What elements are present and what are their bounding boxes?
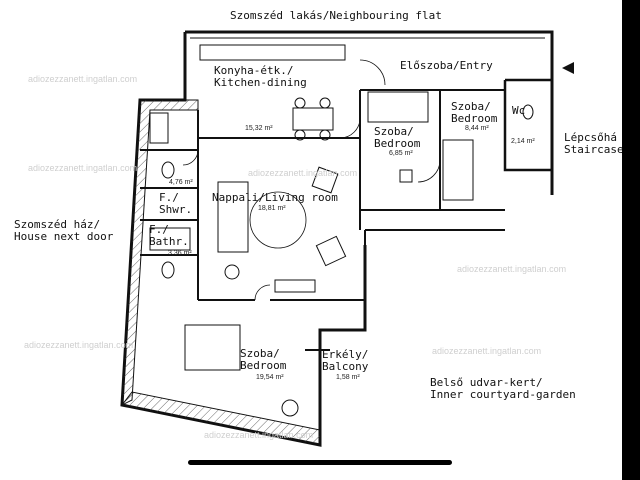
balcony-divider [305,330,330,415]
area-balcony: 1,58 m² [336,374,360,381]
label-house-next-door: Szomszéd ház/House next door [14,218,114,243]
area-shower: 4,76 m² [169,179,193,186]
label-kitchen: Konyha-étk./Kitchen-dining [214,64,307,89]
label-bedroom-c: Szoba/Bedroom [240,347,287,372]
bed-single [367,91,429,123]
area-bedroom-b: 8,44 m² [465,125,489,132]
watermark: adiozezzanett.ingatlan.com [248,168,358,178]
door-arc [182,59,441,301]
area-bedroom-a: 6,85 m² [389,150,413,157]
dining-table [292,107,334,131]
label-wc: Wc [512,104,526,117]
bed-single [442,139,474,201]
watermark: adiozezzanett.ingatlan.com [28,163,138,173]
hatched-wall-bottom [121,391,321,446]
label-bathroom: F./Bathr. [149,223,189,248]
staircase-wall [503,78,552,172]
bathtub [149,227,191,251]
label-entry: Előszoba/Entry [400,59,493,72]
image-edge-band [622,0,640,480]
label-courtyard: Belső udvar-kert/Inner courtyard-garden [430,376,576,401]
area-living-room: 18,81 m² [258,205,286,212]
area-bathroom: 3,36 m² [168,250,192,257]
area-wc: 2,14 m² [511,138,535,145]
area-kitchen: 15,32 m² [245,125,273,132]
label-balcony: Erkély/Balcony [322,348,369,373]
area-bedroom-c: 19,54 m² [256,374,284,381]
armchair [315,235,347,267]
entry-arrow-head [562,62,574,74]
rug [249,191,307,249]
label-shower: F./Shwr. [159,191,193,216]
kitchen-counter [199,44,346,61]
watermark: adiozezzanett.ingatlan.com [24,340,134,350]
label-neighbouring-flat: Szomszéd lakás/Neighbouring flat [230,9,442,22]
watermark: adiozezzanett.ingatlan.com [28,74,138,84]
interior-walls [140,89,505,301]
watermark: adiozezzanett.ingatlan.com [432,346,542,356]
label-bedroom-a: Szoba/Bedroom [374,125,421,150]
watermark: adiozezzanett.ingatlan.com [204,430,314,440]
watermark: adiozezzanett.ingatlan.com [457,264,567,274]
armchair [311,166,339,194]
desk [274,279,316,293]
label-living-room: Nappali/Living room [212,191,338,204]
double-bed [184,324,241,371]
home-indicator-bar[interactable] [188,460,452,465]
label-bedroom-b: Szoba/Bedroom [451,100,498,125]
sofa [217,181,249,253]
